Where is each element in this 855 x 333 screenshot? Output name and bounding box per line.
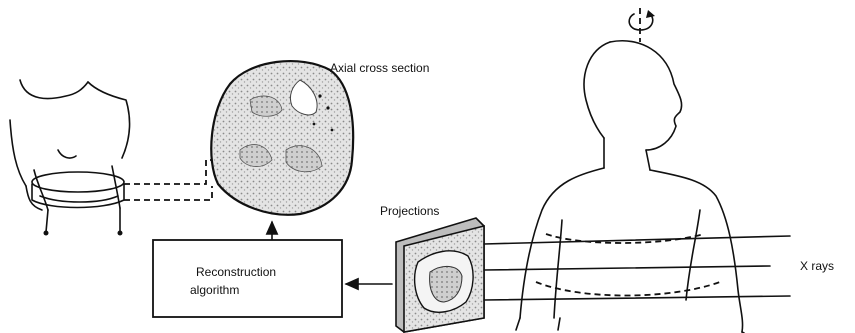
torso-figure xyxy=(10,80,129,236)
xray-beams xyxy=(484,236,790,300)
belt-connector-dashed-lower xyxy=(124,186,212,200)
axial-cross-section-label: Axial cross section xyxy=(330,61,429,75)
belt-connector-dashed xyxy=(124,160,212,184)
patient-figure xyxy=(516,41,744,333)
algorithm-label-line1: Reconstruction xyxy=(196,265,276,279)
algorithm-label-line2: algorithm xyxy=(190,283,239,297)
xrays-label: X rays xyxy=(800,259,834,273)
projection-detector-plate xyxy=(396,218,484,332)
projections-label: Projections xyxy=(380,204,439,218)
reconstruction-algorithm-box: Reconstruction algorithm xyxy=(153,240,342,317)
axial-cross-section xyxy=(211,61,353,215)
rotation-arrow-icon xyxy=(629,8,655,42)
